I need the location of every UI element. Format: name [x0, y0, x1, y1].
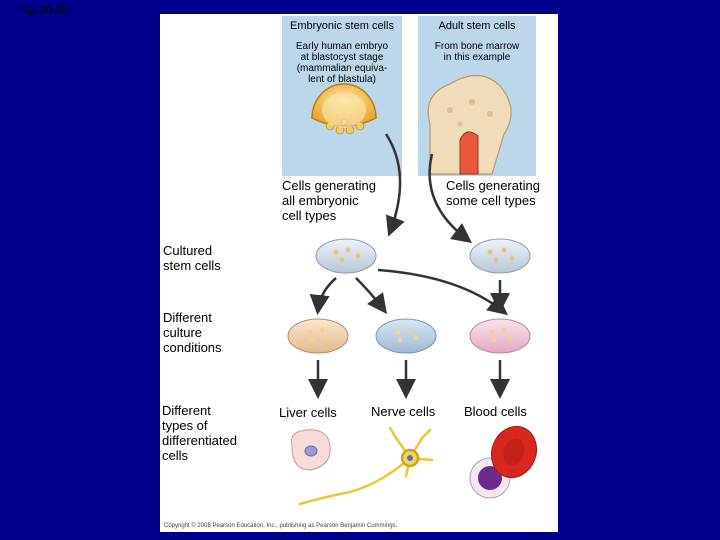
arrow-embryo-to-dish: [384, 133, 405, 237]
copyright-notice: Copyright © 2008 Pearson Education, Inc.…: [164, 523, 398, 529]
blood-cells-label: Blood cells: [464, 404, 527, 419]
bone-marrow-illustration: [427, 74, 512, 175]
culture-conditions-label: Different culture conditions: [163, 310, 222, 355]
dish-blood-condition: [469, 318, 531, 354]
arrow-marrow-to-dish: [428, 153, 472, 244]
embryonic-stem-cells-header: Embryonic stem cells: [290, 20, 394, 32]
differentiated-cells-label: Different types of differentiated cells: [162, 403, 237, 463]
adult-stem-cells-header: Adult stem cells: [438, 20, 516, 32]
liver-cells-label: Liver cells: [279, 405, 337, 420]
nerve-cells-label: Nerve cells: [371, 404, 436, 419]
liver-cell-illustration: [290, 429, 331, 471]
blastocyst-illustration: [311, 83, 377, 135]
blood-cells-illustration: [469, 425, 538, 499]
embryonic-description: Early human embryo at blastocyst stage (…: [295, 41, 389, 85]
adult-description: From bone marrow in this example: [434, 41, 520, 63]
generating-some-label: Cells generating some cell types: [446, 178, 540, 208]
figure-label: Fig. 20-20: [18, 4, 68, 16]
diagram-panel: Embryonic stem cells Adult stem cells Ea…: [160, 14, 558, 532]
dish-nerve-condition: [375, 318, 437, 354]
diagram-artwork: [287, 74, 538, 506]
arrow-to-blood-dish: [377, 268, 508, 316]
nerve-cell-illustration: [298, 426, 434, 506]
dish-adult-cultured: [469, 238, 531, 274]
arrow-to-nerve-dish: [355, 277, 388, 314]
dish-embryonic-cultured: [315, 238, 377, 274]
generating-all-label: Cells generating all embryonic cell type…: [282, 178, 376, 223]
cultured-stem-cells-label: Cultured stem cells: [163, 243, 221, 273]
arrow-to-liver-dish: [309, 277, 337, 315]
dish-liver-condition: [287, 318, 349, 354]
